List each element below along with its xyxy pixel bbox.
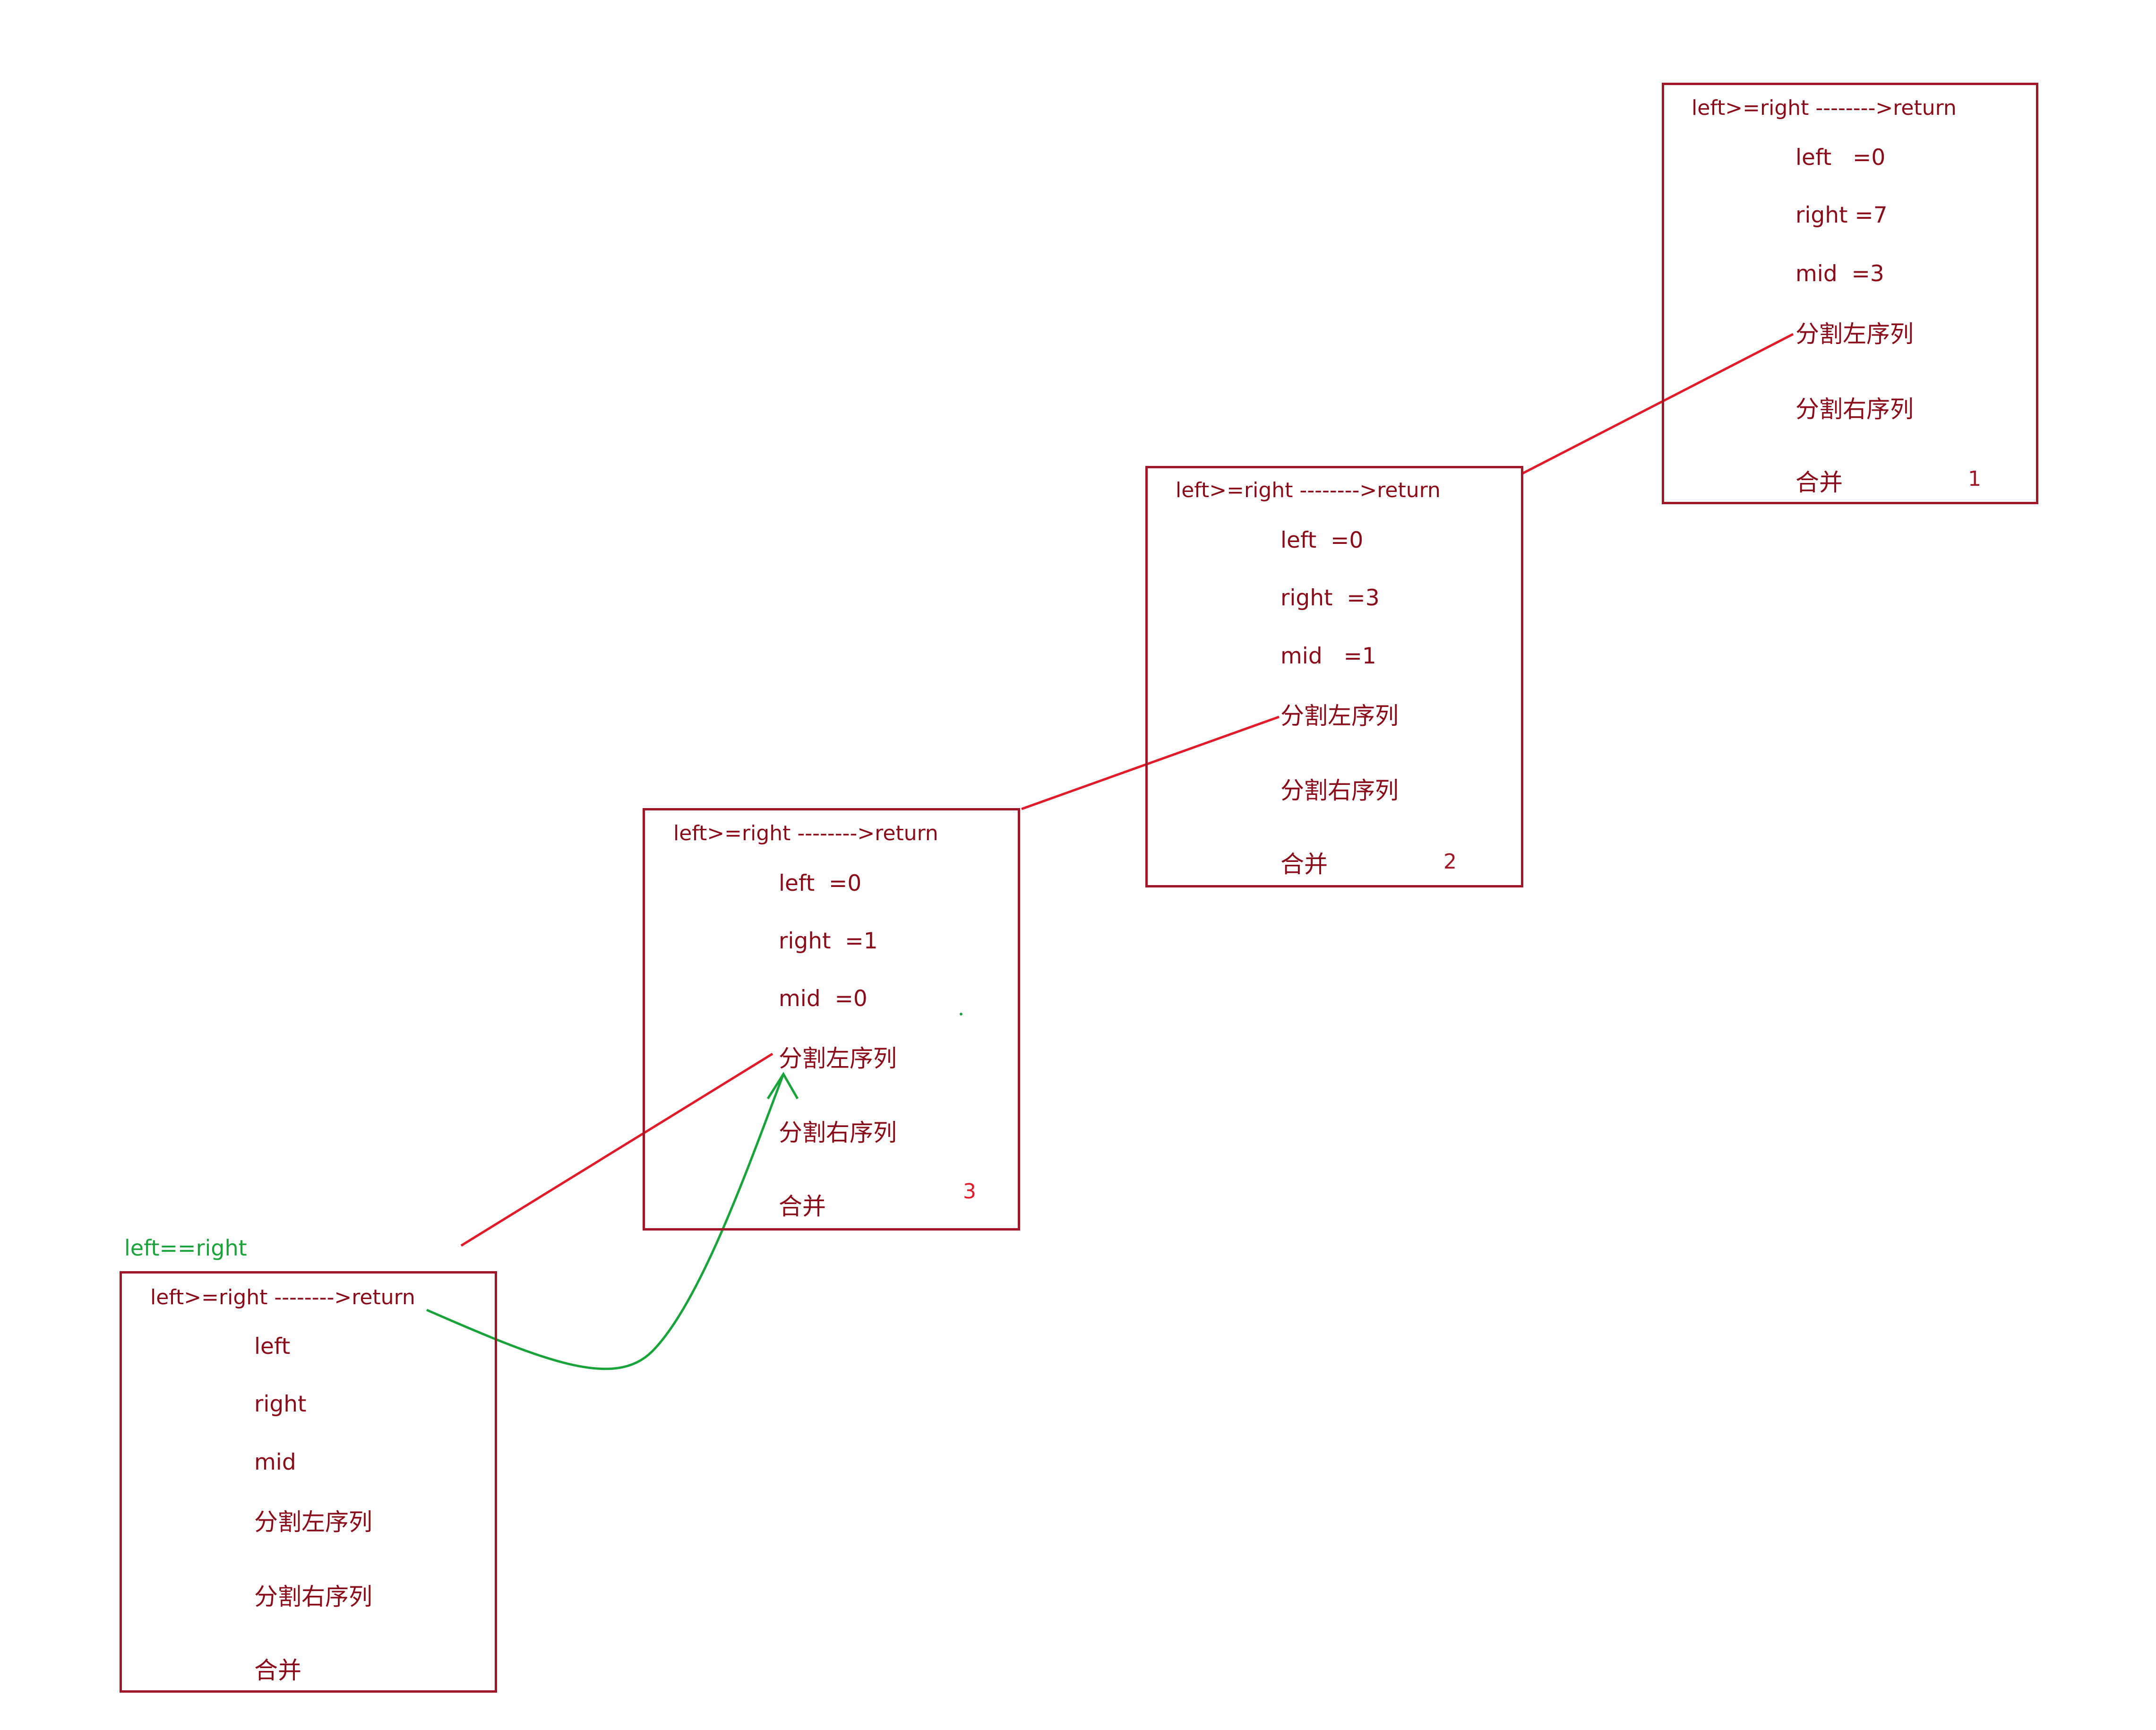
frame-2-split-right: 分割右序列: [1280, 777, 1399, 804]
frame-4-right: right: [254, 1391, 307, 1417]
frame-3-split-left: 分割左序列: [779, 1045, 897, 1072]
frame-2-number: 2: [1443, 850, 1457, 874]
frame-3-left: left =0: [779, 870, 862, 896]
frame-2-right: right =3: [1280, 585, 1380, 611]
frame-2-mid: mid =1: [1280, 643, 1376, 669]
stack-frame-3: [643, 808, 1020, 1231]
frame-1-left: left =0: [1795, 145, 1886, 171]
frame-1-split-left: 分割左序列: [1795, 320, 1914, 348]
red-connector-1-to-2: [1521, 333, 1794, 475]
frame-4-split-left: 分割左序列: [254, 1508, 372, 1536]
red-connector-2-to-3: [1021, 715, 1280, 810]
frame-3-header: left>=right -------->return: [673, 821, 938, 845]
frame-1-mid: mid =3: [1795, 261, 1884, 287]
frame-1-split-right: 分割右序列: [1795, 396, 1914, 423]
frame-3-right: right =1: [779, 928, 878, 954]
stack-frame-1: [1662, 83, 2038, 504]
frame-2-left: left =0: [1280, 527, 1364, 553]
frame-1-number: 1: [1968, 467, 1981, 491]
stack-frame-4: [120, 1271, 497, 1693]
left-equals-right-note: left==right: [124, 1235, 247, 1261]
frame-1-merge: 合并: [1795, 469, 1843, 496]
green-arrowhead: [766, 1072, 799, 1100]
frame-4-split-right: 分割右序列: [254, 1583, 372, 1610]
frame-2-split-left: 分割左序列: [1280, 702, 1399, 730]
frame-4-left: left: [254, 1334, 291, 1360]
frame-2-merge: 合并: [1280, 851, 1328, 878]
frame-4-mid: mid: [254, 1449, 296, 1475]
frame-3-mid: mid =0: [779, 986, 868, 1012]
frame-4-header: left>=right -------->return: [150, 1285, 415, 1309]
stack-frame-2: [1145, 466, 1523, 887]
frame-1-right: right =7: [1795, 202, 1888, 228]
frame-3-split-right: 分割右序列: [779, 1119, 897, 1146]
frame-4-merge: 合并: [254, 1657, 301, 1684]
frame-2-header: left>=right -------->return: [1176, 478, 1441, 502]
frame-3-number: 3: [963, 1179, 976, 1204]
frame-3-merge: 合并: [779, 1193, 826, 1220]
green-return-arrow: [426, 1074, 785, 1370]
green-dot: [960, 1013, 962, 1016]
red-connector-3-to-4: [460, 1052, 773, 1247]
frame-1-header: left>=right -------->return: [1692, 96, 1957, 120]
